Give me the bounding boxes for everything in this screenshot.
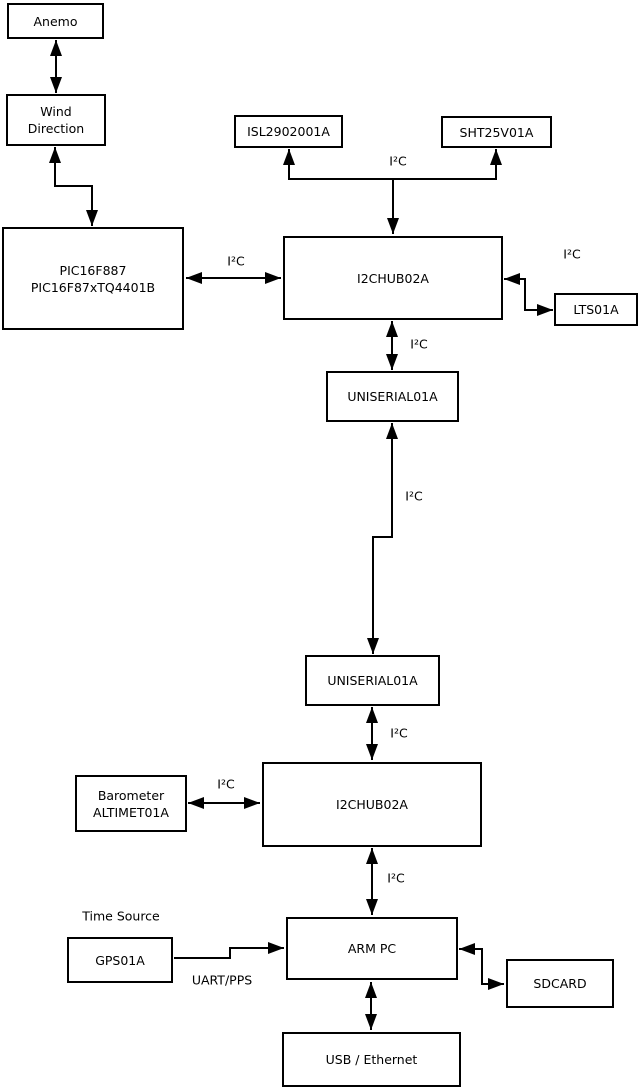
node-usb-ethernet: USB / Ethernet <box>282 1032 461 1087</box>
node-gps01a-label: GPS01A <box>95 952 145 968</box>
edge-label-i2c-hub1-uniserial1: I²C <box>409 336 429 352</box>
edge-label-i2c-barometer-hub2: I²C <box>216 776 236 792</box>
edge-gps-armpc <box>174 942 284 959</box>
edge-label-i2c-hub1-lts: I²C <box>562 246 582 262</box>
node-pic16f887-line1: PIC16F887 <box>59 262 127 278</box>
node-arm-pc: ARM PC <box>286 917 458 980</box>
edge-label-i2c-uniserial1-uniserial2: I²C <box>404 488 424 504</box>
edge-wind-pic <box>49 147 98 226</box>
node-sdcard: SDCARD <box>506 959 614 1008</box>
edge-hub1-lts <box>504 273 553 316</box>
node-arm-pc-label: ARM PC <box>347 941 397 956</box>
node-isl2902001a-label: ISL2902001A <box>247 124 330 139</box>
annotation-time-source: Time Source <box>81 908 161 924</box>
node-uniserial01a-1: UNISERIAL01A <box>326 371 459 422</box>
node-isl2902001a: ISL2902001A <box>234 115 343 148</box>
node-sht25v01a: SHT25V01A <box>441 116 552 148</box>
node-i2chub02a-1: I2CHUB02A <box>283 236 503 320</box>
node-barometer-line2: ALTIMET01A <box>93 804 169 820</box>
node-wind-direction-line2: Direction <box>27 121 85 136</box>
node-i2chub02a-2-label: I2CHUB02A <box>336 797 408 812</box>
edge-uniserial1-uniserial2 <box>367 423 398 654</box>
node-wind-direction-line1: Wind <box>40 104 72 119</box>
node-wind-direction: Wind Direction <box>6 94 106 146</box>
node-lts01a-label: LTS01A <box>573 302 619 317</box>
edge-label-i2c-pic-hub1: I²C <box>226 253 246 269</box>
node-barometer-line1: Barometer <box>97 787 165 803</box>
node-uniserial01a-2-label: UNISERIAL01A <box>327 673 418 688</box>
node-usb-ethernet-label: USB / Ethernet <box>325 1052 418 1067</box>
node-uniserial01a-1-label: UNISERIAL01A <box>347 389 438 404</box>
node-uniserial01a-2: UNISERIAL01A <box>305 655 440 706</box>
node-i2chub02a-2: I2CHUB02A <box>262 762 482 847</box>
node-anemo-label: Anemo <box>33 13 78 29</box>
edge-label-i2c-bus-top: I²C <box>388 153 408 169</box>
node-gps01a: GPS01A <box>67 937 173 983</box>
edge-label-i2c-hub2-armpc: I²C <box>386 870 406 886</box>
node-pic16f887-line2: PIC16F87xTQ4401B <box>30 279 156 295</box>
node-i2chub02a-1-label: I2CHUB02A <box>357 270 429 286</box>
node-anemo: Anemo <box>7 3 104 39</box>
node-pic16f887: PIC16F887 PIC16F87xTQ4401B <box>2 227 184 330</box>
edge-label-i2c-uniserial2-hub2: I²C <box>389 725 409 741</box>
node-sht25v01a-label: SHT25V01A <box>459 124 534 140</box>
edge-label-uart-pps: UART/PPS <box>190 972 254 988</box>
node-barometer-altimet01a: Barometer ALTIMET01A <box>75 775 187 832</box>
node-lts01a: LTS01A <box>554 293 638 326</box>
node-sdcard-label: SDCARD <box>533 976 587 991</box>
edge-armpc-sdcard <box>459 943 504 990</box>
